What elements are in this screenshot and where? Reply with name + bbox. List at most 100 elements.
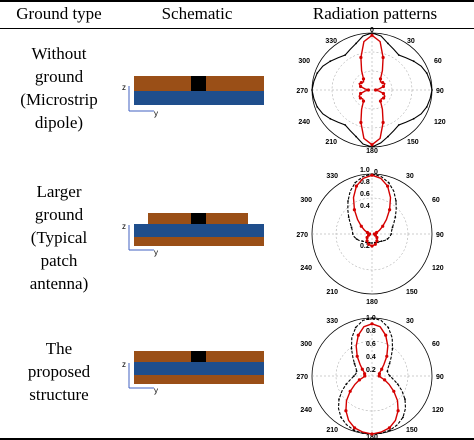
row1-black-marker bbox=[397, 54, 400, 56]
row3-ground-plane bbox=[134, 375, 264, 384]
row1-polar-grid bbox=[311, 32, 433, 148]
row2-black-marker bbox=[391, 226, 394, 229]
row1-black-marker bbox=[355, 42, 357, 45]
row1-z-label: z bbox=[122, 83, 126, 92]
row3-red-marker bbox=[384, 333, 388, 337]
row2-z-label: z bbox=[122, 222, 126, 231]
row1-black-marker bbox=[355, 135, 357, 138]
row1-black-marker bbox=[371, 146, 373, 148]
row3-radial-0-6: 0.6 bbox=[366, 341, 376, 348]
row3-y-label: y bbox=[154, 386, 158, 395]
row1-black-marker bbox=[371, 32, 373, 34]
row2-red-marker bbox=[365, 239, 369, 243]
row2-red-marker bbox=[381, 224, 385, 228]
row1-line-4: dipole) bbox=[34, 113, 84, 132]
row3-black-marker bbox=[396, 383, 399, 385]
row2-red-marker bbox=[375, 235, 379, 240]
row2-black-marker bbox=[394, 216, 397, 218]
row2-radial-0-2: 0.2 bbox=[360, 243, 370, 250]
row1-tick-210: 210 bbox=[325, 139, 337, 146]
table-top-rule bbox=[0, 0, 474, 2]
row1-black-marker bbox=[311, 89, 313, 91]
row3-red-marker bbox=[348, 389, 352, 393]
row2-tick-60: 60 bbox=[432, 197, 440, 204]
row1-red-marker bbox=[361, 99, 366, 103]
row2-y-label: y bbox=[154, 248, 158, 257]
row3-black-marker bbox=[353, 375, 355, 377]
row3-tick-30: 30 bbox=[406, 318, 414, 325]
row1-black-marker bbox=[387, 42, 389, 45]
row3-red-marker bbox=[370, 322, 374, 326]
row1-red-marker bbox=[366, 88, 370, 92]
row1-black-marker bbox=[425, 72, 428, 74]
row2-black-marker bbox=[371, 242, 373, 244]
row2-black-marker bbox=[361, 240, 364, 242]
row1-tick-300: 300 bbox=[298, 58, 310, 65]
row3-black-marker bbox=[402, 416, 404, 419]
row2-line-3: (Typical bbox=[30, 228, 88, 247]
row1-tick-90: 90 bbox=[436, 88, 444, 95]
row3-red-marker bbox=[360, 367, 364, 371]
row2-ground-type: Larger ground (Typical patch antenna) bbox=[0, 180, 118, 295]
row1-red-marker bbox=[381, 84, 385, 89]
row1-tick-0: 0 bbox=[370, 27, 374, 34]
row1-tick-180: 180 bbox=[366, 148, 378, 155]
row3-tick-330: 330 bbox=[326, 318, 338, 325]
row2-black-marker bbox=[390, 233, 393, 235]
row1-ground-type: Without ground (Microstrip dipole) bbox=[0, 42, 118, 134]
row1-red-marker bbox=[370, 143, 374, 147]
row2-black-marker bbox=[380, 240, 383, 242]
row2-red-marker bbox=[367, 242, 371, 246]
row1-tick-240: 240 bbox=[298, 119, 310, 126]
row3-tick-90: 90 bbox=[436, 374, 444, 381]
row2-black-marker bbox=[351, 233, 354, 235]
row1-tick-150: 150 bbox=[407, 139, 419, 146]
row3-red-marker bbox=[377, 372, 381, 376]
row3-radial-0-2: 0.2 bbox=[366, 367, 376, 374]
row2-red-marker bbox=[352, 208, 356, 212]
row1-black-marker bbox=[431, 89, 433, 91]
row2-tick-270: 270 bbox=[296, 232, 308, 239]
row2-polar-grid bbox=[311, 173, 433, 295]
row2-tick-240: 240 bbox=[300, 265, 312, 272]
row1-black-marker bbox=[344, 124, 347, 126]
row3-tick-240: 240 bbox=[300, 407, 312, 414]
row3-red-marker bbox=[357, 378, 361, 382]
row2-red-marker bbox=[365, 235, 369, 240]
row2-radial-0-6: 0.6 bbox=[360, 191, 370, 198]
row1-black-marker bbox=[412, 117, 415, 120]
row2-feed-gap bbox=[191, 213, 206, 224]
row2-red-marker bbox=[386, 184, 390, 188]
row2-black-marker bbox=[355, 238, 358, 240]
row3-red-marker bbox=[356, 333, 360, 337]
row1-red-marker bbox=[381, 55, 385, 60]
row3-black-marker bbox=[340, 416, 342, 419]
row1-black-marker bbox=[329, 60, 332, 63]
row3-red-marker bbox=[344, 409, 348, 413]
header-ground-type: Ground type bbox=[16, 4, 102, 23]
row1-tick-120: 120 bbox=[434, 119, 446, 126]
row2-black-marker bbox=[347, 200, 349, 202]
row1-red-marker bbox=[381, 120, 385, 125]
row1-red-marker bbox=[381, 91, 385, 96]
row2-line-5: antenna) bbox=[29, 274, 89, 293]
row1-y-label: y bbox=[154, 109, 158, 118]
row1-red-marker bbox=[374, 88, 378, 92]
row3-black-marker bbox=[338, 398, 340, 401]
row3-black-marker bbox=[389, 375, 391, 377]
row3-radiation-pattern: 1.0 0.8 0.6 0.4 0.2 30 60 90 120 150 180… bbox=[296, 315, 444, 440]
row3-line-2: proposed bbox=[27, 362, 91, 381]
row3-black-marker bbox=[352, 429, 355, 431]
row2-red-marker bbox=[388, 208, 392, 212]
row3-tick-150: 150 bbox=[406, 427, 418, 434]
row2-black-marker bbox=[354, 181, 357, 184]
row1-black-marker bbox=[316, 106, 319, 108]
row2-black-marker bbox=[347, 216, 350, 218]
row3-tick-210: 210 bbox=[326, 427, 338, 434]
row2-substrate bbox=[134, 224, 264, 237]
row2-red-marker bbox=[373, 242, 377, 246]
row3-tick-180: 180 bbox=[366, 434, 378, 440]
row3-red-marker bbox=[383, 378, 387, 382]
row1-red-marker bbox=[359, 84, 363, 89]
